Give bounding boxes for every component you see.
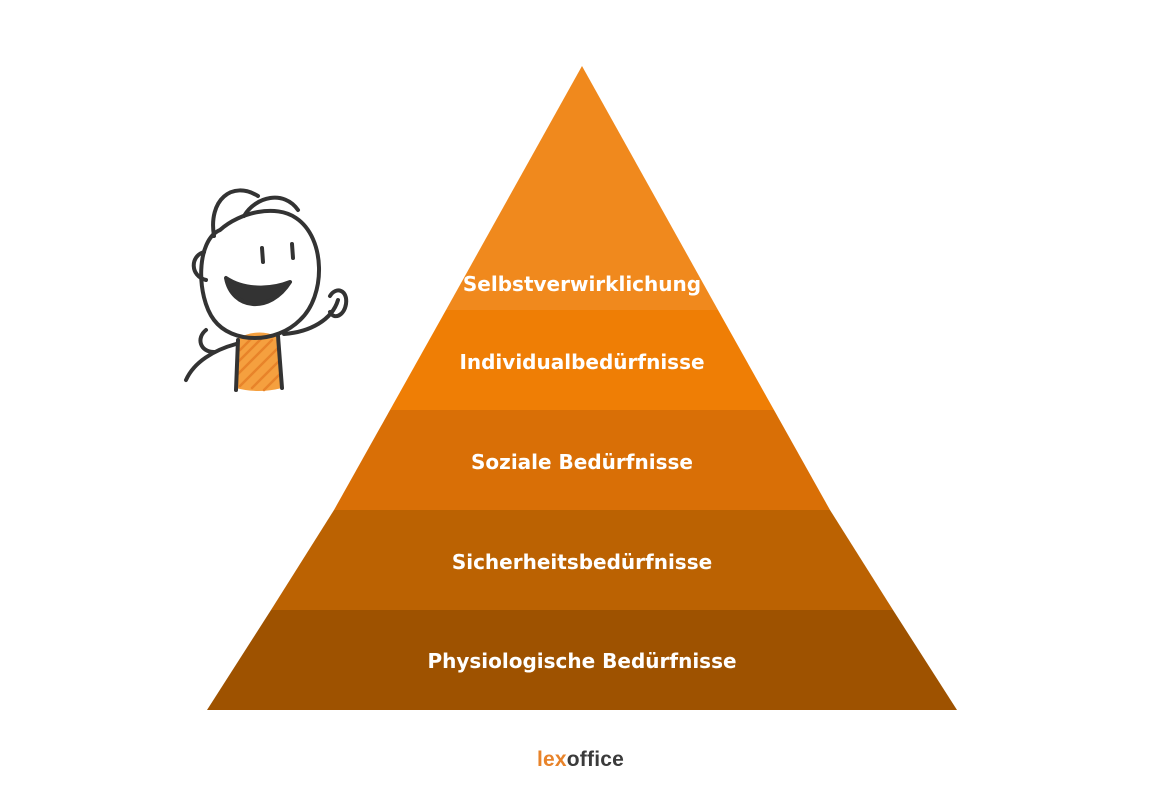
level-label-sicherheitsbeduerfnisse: Sicherheitsbedürfnisse bbox=[452, 550, 712, 574]
pyramid-level-soziale-beduerfnisse bbox=[334, 410, 830, 510]
pyramid-level-sicherheitsbeduerfnisse bbox=[271, 510, 893, 610]
level-label-physiologische-beduerfnisse: Physiologische Bedürfnisse bbox=[427, 649, 736, 673]
level-label-selbstverwirklichung: Selbstverwirklichung bbox=[463, 272, 701, 296]
logo-part-office: office bbox=[566, 748, 624, 771]
logo-part-lex: lex bbox=[536, 748, 567, 771]
pyramid: Selbstverwirklichung Individualbedürfnis… bbox=[207, 66, 957, 710]
pyramid-level-physiologische-beduerfnisse bbox=[207, 610, 957, 710]
pyramid-level-selbstverwirklichung bbox=[446, 66, 718, 310]
level-label-soziale-beduerfnisse: Soziale Bedürfnisse bbox=[471, 450, 693, 474]
pyramid-level-individualbeduerfnisse bbox=[390, 310, 774, 410]
lexoffice-logo: lexoffice bbox=[0, 748, 1161, 772]
level-label-individualbeduerfnisse: Individualbedürfnisse bbox=[459, 350, 704, 374]
waving-cartoon-figure-icon bbox=[184, 188, 349, 392]
